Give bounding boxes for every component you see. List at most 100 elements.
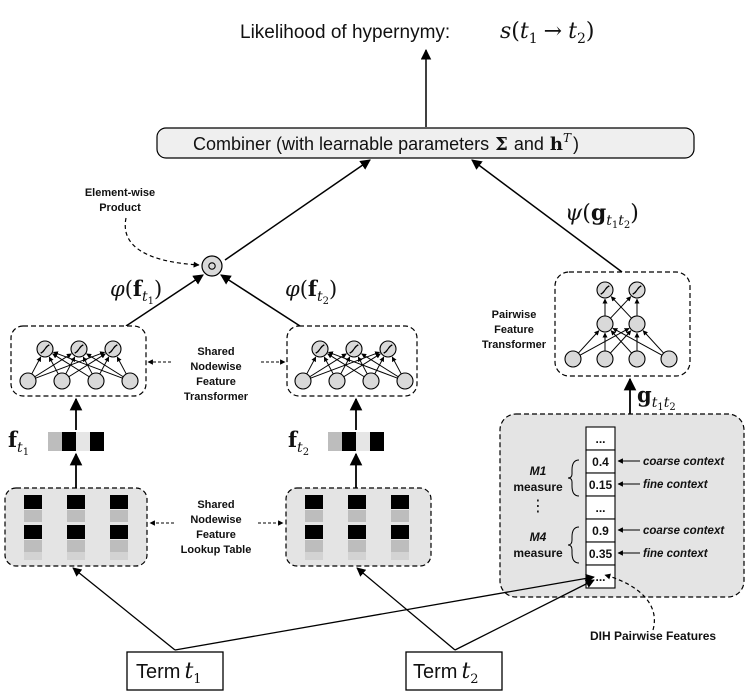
dih-features-panel: ...0.40.15...0.90.35... M1 measure ⋮ M4 … [499,413,745,598]
input-node [19,372,37,390]
left-nodewise-transformer [10,325,147,397]
activation-node [596,281,614,299]
input-node [328,372,346,390]
activation-node [628,281,646,299]
input-node [396,372,414,390]
svg-text:Feature: Feature [196,376,236,388]
hidden-node [628,315,646,333]
f-t2-label: ft2 [288,427,309,458]
input-node [362,372,380,390]
svg-text:Pairwise: Pairwise [492,309,537,321]
f-t2-vector [328,432,384,451]
lookup-cell [67,510,85,522]
activation-node [70,340,88,358]
input-node [564,350,582,368]
title-text: Likelihood of hypernymy: [240,22,450,43]
activation-node [311,340,329,358]
lookup-cell [67,525,85,539]
shared-lookup-label: Shared Nodewise Feature Lookup Table [181,499,252,556]
coarse-context-1: coarse context [643,456,725,468]
input-node [121,372,139,390]
svg-text:Transformer: Transformer [482,339,547,351]
lookup-cell [110,525,128,539]
lookup-cell [391,495,409,509]
lookup-cell [110,495,128,509]
lookup-cell [24,510,42,522]
lookup-cell [67,495,85,509]
input-node [294,372,312,390]
right-transformer-to-product-arrow [220,274,301,327]
lookup-cell [391,540,409,552]
lookup-cell [348,510,366,522]
m1-name: M1 [530,464,547,478]
dih-cell-value: 0.35 [589,547,613,561]
coarse-context-2: coarse context [643,525,725,537]
left-lookup-table [4,487,148,567]
fine-context-1: fine context [643,479,709,491]
lookup-cell [305,540,323,552]
shared-transformer-label: Shared Nodewise Feature Transformer [184,346,249,403]
term2-to-lookup-arrow [356,567,456,651]
input-node [87,372,105,390]
m1-brace [567,459,580,497]
activation-node [379,340,397,358]
dih-cell-value: 0.9 [592,524,609,538]
dih-cell-value: ... [595,570,605,584]
fine-context-2: fine context [643,548,709,560]
term2-to-dih-arrow [454,579,595,651]
product-to-combiner-arrow [224,159,371,261]
svg-text:Feature: Feature [196,529,236,541]
input-node [660,350,678,368]
term1-to-dih-arrow [174,573,595,651]
svg-text:Shared: Shared [197,499,234,511]
output-title: Likelihood of hypernymy: s(t1→t2) [240,19,594,47]
left-transformer-network [19,340,139,390]
svg-text:Nodewise: Nodewise [190,361,241,373]
dih-cell-value: ... [595,432,605,446]
term1-to-lookup-arrow [72,567,176,651]
svg-text:Lookup Table: Lookup Table [181,544,252,556]
dih-cell-value: ... [595,501,605,515]
elementwise-label-1: Element-wise [85,187,155,199]
lookup-cell [305,495,323,509]
dih-cell-value: 0.4 [592,455,609,469]
pairwise-to-combiner-arrow [471,159,623,273]
dih-cell-value: 0.15 [589,478,613,492]
measures-vdots: ⋮ [530,498,546,515]
svg-text:Nodewise: Nodewise [190,514,241,526]
lookup-cell [391,510,409,522]
lookup-cell [391,525,409,539]
lookup-cell [24,525,42,539]
lookup-cell [305,525,323,539]
input-node [53,372,71,390]
input-node [596,350,614,368]
m4-measure: measure [513,546,563,560]
dih-label-pointer [604,573,655,631]
pairwise-transformer-network [564,281,678,368]
lookup-cell [110,510,128,522]
activation-node [36,340,54,358]
pairwise-transformer-label: Pairwise Feature Transformer [482,309,547,351]
dih-feature-vector: ... 0.4 0.15... 0.9 0.35... [585,426,616,589]
elementwise-product-node [201,255,223,277]
lookup-cell [305,510,323,522]
right-lookup-table [285,487,432,567]
dih-pairwise-features-label: DIH Pairwise Features [590,629,716,643]
lookup-cell [348,495,366,509]
activation-node [345,340,363,358]
m1-measure: measure [513,480,563,494]
elementwise-label-2: Product [99,202,141,214]
activation-node [104,340,122,358]
f-t1-label: ft1 [8,427,29,458]
right-nodewise-transformer [286,325,418,397]
pairwise-transformer [554,271,691,377]
title-formula: s(t1→t2) [500,19,594,47]
lookup-cell [348,540,366,552]
left-transformer-to-product-arrow [125,274,204,327]
